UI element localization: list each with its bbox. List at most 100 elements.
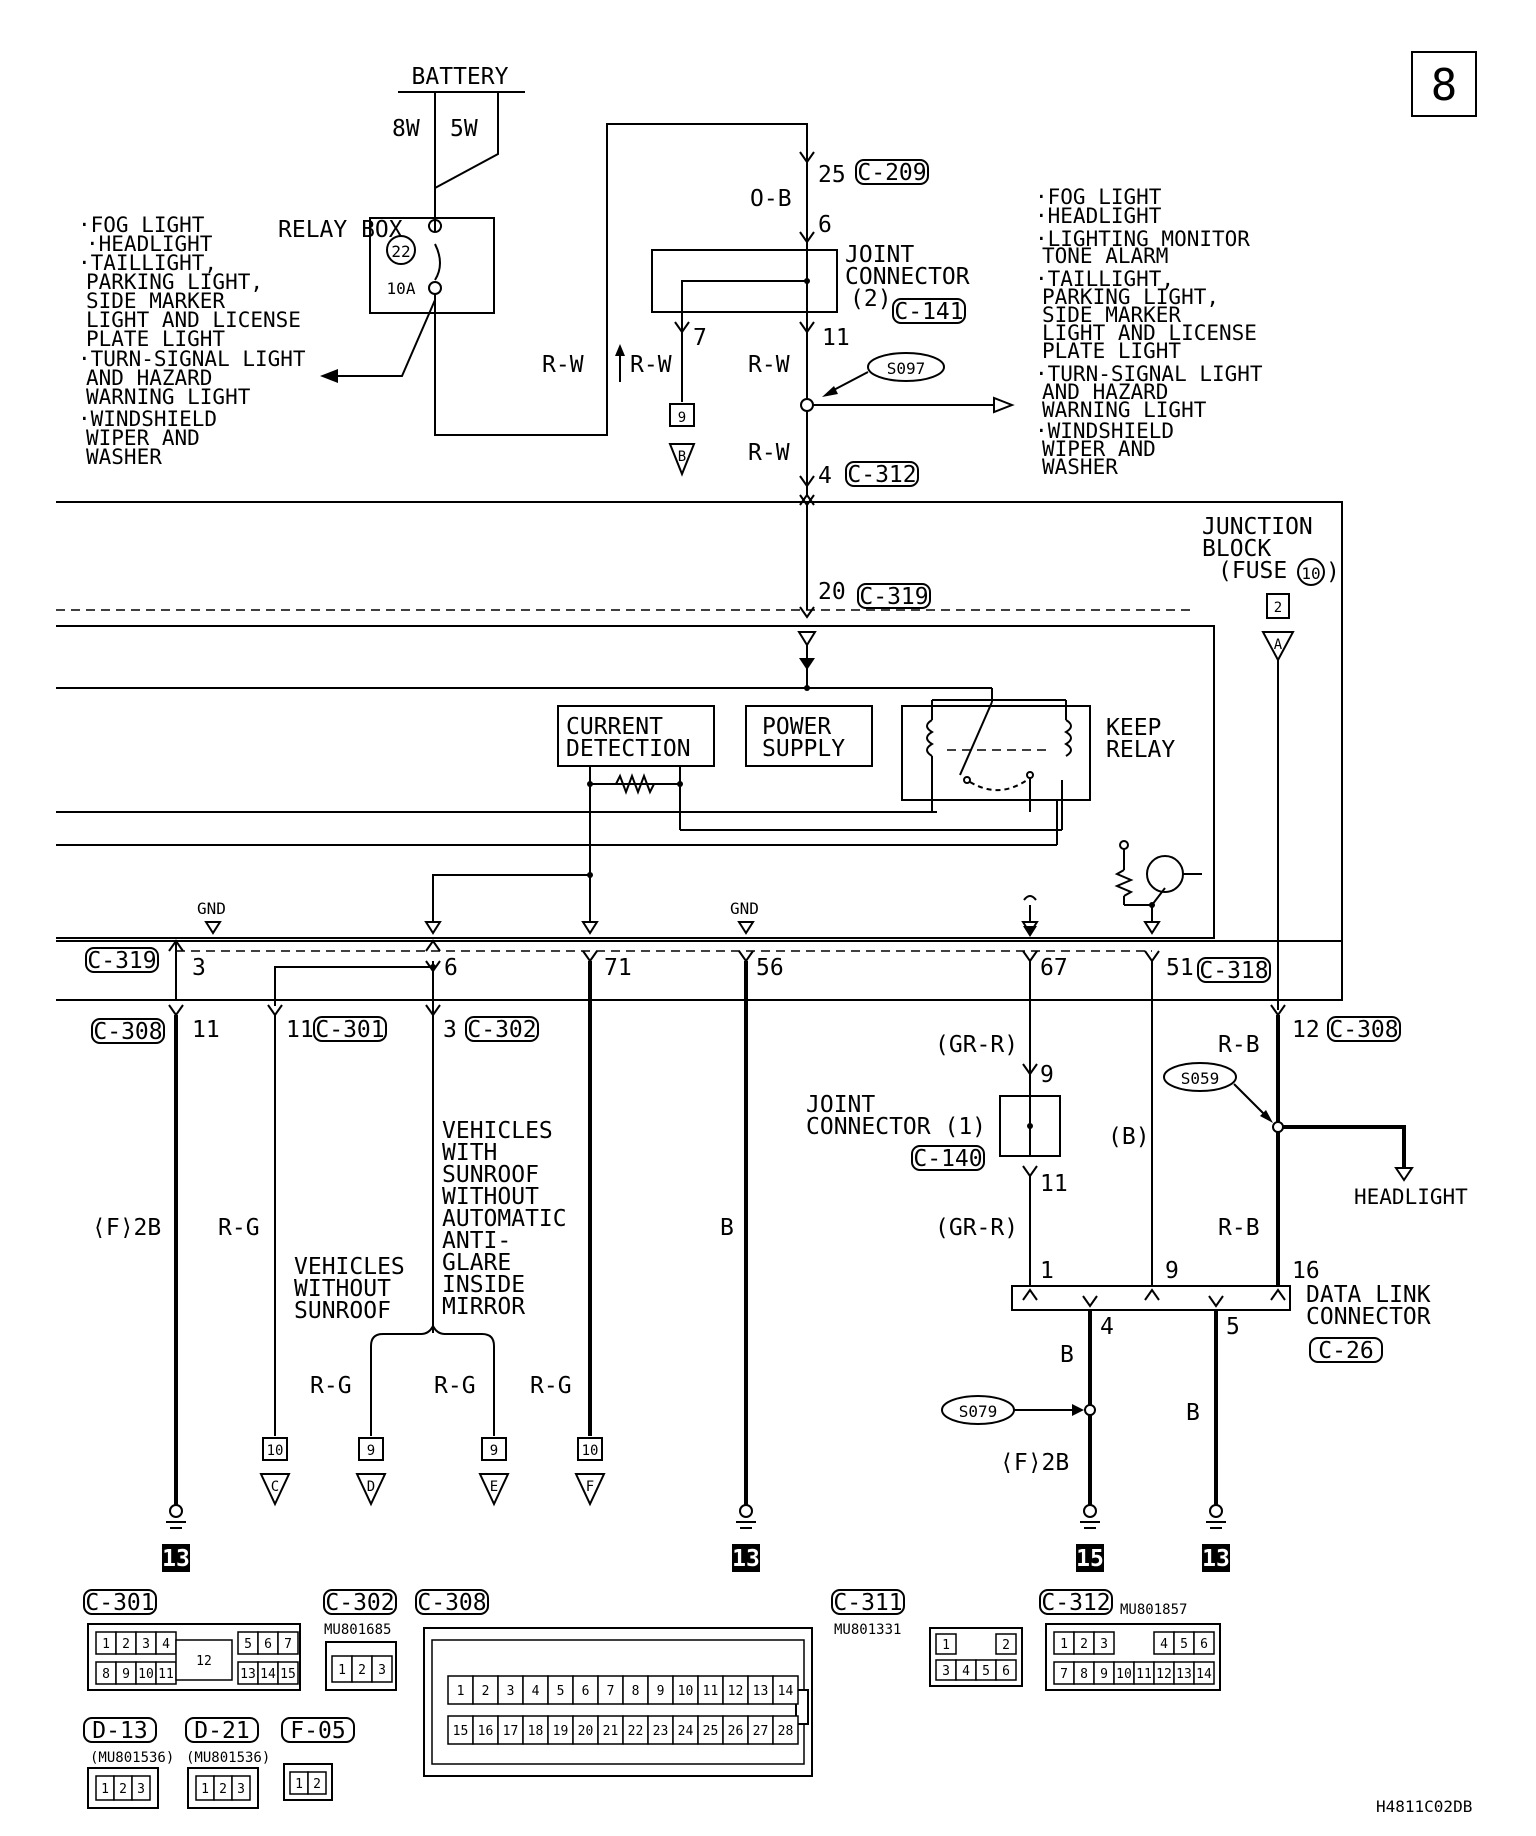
connector-pin-number: 13	[240, 1667, 256, 1682]
svg-text:9: 9	[678, 410, 686, 426]
svg-text:HEADLIGHT: HEADLIGHT	[1354, 1185, 1468, 1209]
connector-row: C-319 3 6 71 56 67 51 C-318 C-308 11 11 …	[56, 939, 1401, 1045]
connector-pin-number: 8	[1080, 1667, 1088, 1682]
connector-pin-number: 1	[942, 1638, 950, 1653]
svg-text:C-319: C-319	[859, 584, 928, 610]
connector-pin	[772, 1675, 799, 1705]
connector-pin	[1193, 1631, 1215, 1655]
svg-text:B: B	[720, 1215, 734, 1241]
svg-text:E: E	[490, 1479, 498, 1495]
connector-pin-number: 2	[219, 1782, 227, 1797]
connector-pin-number: 5	[557, 1684, 565, 1699]
terminal-badges: 10 C 9 D 9 E 10 F	[259, 1437, 606, 1507]
connector-pin-number: 22	[628, 1724, 644, 1739]
connector-pin-number: 16	[478, 1724, 494, 1739]
connector-pin-number: 1	[1060, 1637, 1068, 1652]
svg-text:9: 9	[367, 1443, 375, 1459]
connector-pin-number: 8	[632, 1684, 640, 1699]
connector-pin	[277, 1631, 299, 1655]
connector-pin	[597, 1675, 624, 1705]
connector-pin	[722, 1715, 749, 1745]
svg-text:⟨F⟩2B: ⟨F⟩2B	[92, 1215, 161, 1241]
svg-text:(B): (B)	[1108, 1124, 1150, 1150]
svg-text:O-B: O-B	[750, 186, 792, 212]
svg-text:C-302: C-302	[467, 1017, 536, 1043]
connector-pin-number: 3	[237, 1782, 245, 1797]
connector-pin-number: 1	[457, 1684, 465, 1699]
connector-pin-number: 9	[1100, 1667, 1108, 1682]
connector-pin	[995, 1633, 1017, 1655]
svg-text:C-308: C-308	[1329, 1017, 1398, 1043]
connector-pin	[572, 1715, 599, 1745]
ground-symbol-3: 15	[1076, 1504, 1104, 1572]
connector-pin-number: 24	[678, 1724, 694, 1739]
svg-text:13: 13	[162, 1546, 190, 1572]
connector-pin-number: 6	[582, 1684, 590, 1699]
connector-pin-number: 1	[338, 1663, 346, 1678]
connector-pin-number: 2	[1002, 1638, 1010, 1653]
svg-text:11: 11	[286, 1017, 314, 1043]
relay-box: RELAY BOX 22 10A	[278, 123, 808, 436]
svg-text:MU801331: MU801331	[834, 1622, 901, 1638]
svg-text:C-209: C-209	[857, 160, 926, 186]
svg-text:1: 1	[1040, 1258, 1054, 1284]
connector-pin-number: 11	[703, 1684, 719, 1699]
svg-text:11: 11	[192, 1017, 220, 1043]
connector-pin-number: 12	[196, 1654, 212, 1669]
connector-pin	[572, 1675, 599, 1705]
svg-text:R-W: R-W	[748, 352, 790, 378]
connector-pin-number: 17	[503, 1724, 519, 1739]
svg-text:C-26: C-26	[1318, 1338, 1373, 1364]
connector-pin-number: 11	[158, 1667, 174, 1682]
svg-text:8: 8	[1431, 60, 1458, 111]
connector-pin-number: 25	[703, 1724, 719, 1739]
svg-text:MU801857: MU801857	[1120, 1602, 1187, 1618]
svg-text:(MU801536): (MU801536)	[90, 1750, 174, 1766]
connector-pin-number: 4	[962, 1664, 970, 1679]
connector-pin-number: 5	[244, 1637, 252, 1652]
svg-text:(MU801536): (MU801536)	[186, 1750, 270, 1766]
svg-text:22: 22	[391, 242, 410, 261]
connector-pin	[622, 1715, 649, 1745]
connector-pin-number: 11	[1136, 1667, 1152, 1682]
connector-pin	[307, 1771, 327, 1795]
svg-text:20: 20	[818, 579, 846, 605]
connector-pin-number: 14	[260, 1667, 276, 1682]
connector-pin-number: 26	[728, 1724, 744, 1739]
connector-pin-number: 14	[1196, 1667, 1212, 1682]
svg-text:R-W: R-W	[630, 352, 672, 378]
svg-text:8W: 8W	[392, 116, 420, 142]
svg-text:C-301: C-301	[315, 1017, 384, 1043]
svg-text:C-141: C-141	[894, 299, 963, 325]
svg-text:A: A	[1274, 637, 1283, 653]
connector-pin	[722, 1675, 749, 1705]
connector-pin-number: 2	[1080, 1637, 1088, 1652]
svg-text:(GR-R): (GR-R)	[935, 1215, 1018, 1241]
grounds: 13 13 15 13	[162, 1504, 1230, 1572]
connector-pin-number: 12	[1156, 1667, 1172, 1682]
ground-symbol-1: 13	[162, 1504, 190, 1572]
connector-pin-number: 7	[1060, 1667, 1068, 1682]
connector-pin	[371, 1655, 393, 1683]
connector-pin	[647, 1675, 674, 1705]
connector-pin	[497, 1675, 524, 1705]
svg-text:R-G: R-G	[310, 1373, 352, 1399]
svg-text:10: 10	[267, 1443, 284, 1459]
connector-pin-number: 19	[553, 1724, 569, 1739]
ground-symbol-2: 13	[732, 1504, 760, 1572]
svg-text:5: 5	[1226, 1314, 1240, 1340]
